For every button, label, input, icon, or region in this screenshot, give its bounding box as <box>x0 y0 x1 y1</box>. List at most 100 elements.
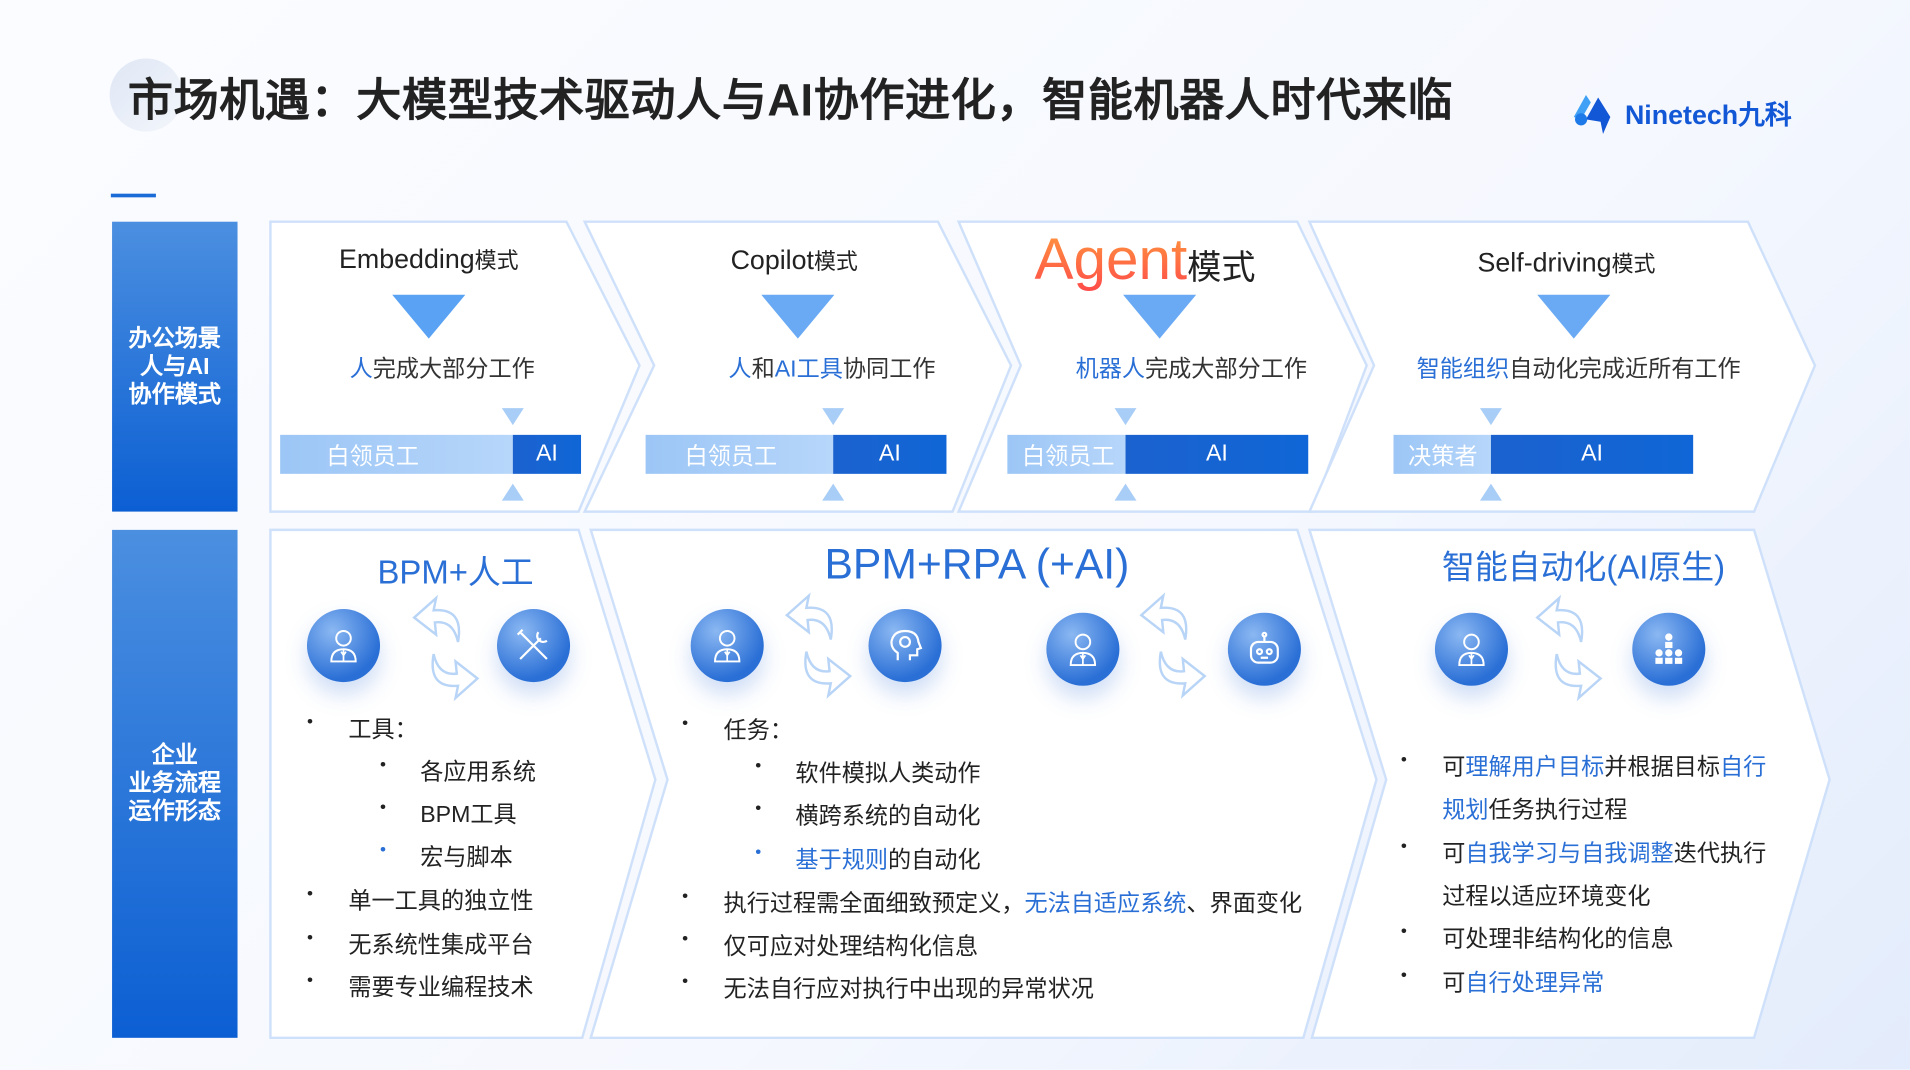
page-title: 市场机遇：大模型技术驱动人与AI协作进化，智能机器人时代来临 <box>127 75 1454 126</box>
side-label-enterprise: 企业业务流程运作形态 <box>112 529 238 1038</box>
down-arrow-icon <box>1537 294 1611 339</box>
list-highlight: 规划 <box>1442 797 1489 824</box>
human-segment: 决策者 <box>1393 434 1491 474</box>
subtitle-text: 自动化完成近所有工作 <box>1509 356 1741 383</box>
list-text: 可 <box>1442 970 1466 997</box>
small-up-arrow-icon <box>1114 483 1137 501</box>
human-segment: 白领员工 <box>280 434 513 474</box>
exchange-arrows-icon <box>782 591 855 701</box>
small-down-arrow-icon <box>1114 408 1137 426</box>
logo: Ninetech九科 <box>1569 90 1792 136</box>
organization-icon <box>1632 612 1706 686</box>
down-arrow-icon <box>392 294 466 339</box>
small-up-arrow-icon <box>501 483 524 501</box>
mode-name: Copilot <box>730 244 814 276</box>
list-item: 各应用系统 <box>380 754 536 787</box>
ai-segment: AI <box>512 434 582 474</box>
down-arrow-icon <box>761 294 835 339</box>
list-item: 可处理非结构化的信息 <box>1401 921 1674 954</box>
mode-title-copilot: Copilot模式 <box>731 245 858 277</box>
subtitle-text: 完成大部分工作 <box>372 356 535 383</box>
mode-suffix: 模式 <box>1611 252 1656 277</box>
list-text: 执行过程需全面细致预定义， <box>723 891 1025 918</box>
subtitle-highlight: AI工具 <box>774 356 843 383</box>
mode-subtitle: 人完成大部分工作 <box>350 351 535 384</box>
subtitle-text: 完成大部分工作 <box>1145 356 1308 383</box>
list-item: 仅可应对处理结构化信息 <box>682 928 978 961</box>
subtitle-highlight: 人 <box>349 356 373 383</box>
side-label-line: 人与AI <box>140 353 210 380</box>
side-label-line: 办公场景 <box>128 325 222 352</box>
list-item: 宏与脚本 <box>380 839 513 872</box>
person-icon <box>306 609 381 683</box>
small-up-arrow-icon <box>1479 483 1502 501</box>
logo-text: Ninetech九科 <box>1624 99 1792 131</box>
small-down-arrow-icon <box>501 408 524 426</box>
exchange-arrows-icon <box>1136 591 1209 701</box>
mode-name: Embedding <box>339 243 475 275</box>
title-decoration <box>109 58 183 132</box>
form-title: BPM+RPA (+AI) <box>824 540 1130 589</box>
mode-subtitle: 智能组织自动化完成近所有工作 <box>1417 351 1741 384</box>
small-down-arrow-icon <box>822 408 845 426</box>
list-item: 可自我学习与自我调整迭代执行 <box>1401 836 1767 869</box>
subtitle-text: 和 <box>751 356 775 383</box>
list-item-continued: 过程以适应环境变化 <box>1442 884 1651 910</box>
mode-suffix: 模式 <box>474 248 519 273</box>
exchange-arrows-icon <box>409 593 482 703</box>
mode-title-self-driving: Self-driving模式 <box>1478 247 1656 279</box>
human-segment: 白领员工 <box>645 434 834 474</box>
brain-icon <box>868 609 942 683</box>
list-item: 无系统性集成平台 <box>307 927 534 960</box>
list-item: 执行过程需全面细致预定义，无法自适应系统、界面变化 <box>682 886 1302 919</box>
list-highlight: 理解用户目标 <box>1465 755 1605 781</box>
list-item: 单一工具的独立性 <box>307 883 534 916</box>
down-arrow-icon <box>1123 294 1197 339</box>
side-label-line: 业务流程 <box>128 771 222 797</box>
list-item: 可自行处理异常 <box>1401 965 1604 998</box>
list-highlight: 基于规则 <box>795 847 889 874</box>
list-item: 软件模拟人类动作 <box>755 755 980 788</box>
side-label-line: 协作模式 <box>128 381 222 408</box>
ai-segment: AI <box>833 434 947 474</box>
ninetech-logo-icon <box>1573 95 1611 134</box>
ai-segment: AI <box>1490 434 1694 474</box>
form-title: BPM+人工 <box>377 554 534 591</box>
list-text: 迭代执行 <box>1673 841 1767 868</box>
list-text: 任务执行过程 <box>1488 797 1628 824</box>
list-item: 基于规则的自动化 <box>755 842 980 875</box>
small-up-arrow-icon <box>822 483 845 501</box>
list-highlight: 自行 <box>1720 755 1767 781</box>
list-item: 工具： <box>307 711 418 744</box>
mode-name: Agent <box>1034 227 1188 293</box>
subtitle-highlight: 人 <box>728 356 752 383</box>
list-item: 可理解用户目标并根据目标自行 <box>1401 749 1767 782</box>
list-highlight: 无法自适应系统 <box>1024 891 1187 918</box>
small-down-arrow-icon <box>1479 408 1502 426</box>
mode-title-agent: Agent模式 <box>1034 227 1255 294</box>
list-text: 并根据目标 <box>1604 755 1721 781</box>
person-icon <box>1046 612 1120 686</box>
accent-line <box>110 193 156 198</box>
person-icon <box>1434 612 1509 686</box>
exchange-arrows-icon <box>1532 593 1605 703</box>
mode-name: Self-driving <box>1477 247 1612 278</box>
list-item: BPM工具 <box>380 797 517 830</box>
subtitle-highlight: 机器人 <box>1075 356 1146 383</box>
ai-segment: AI <box>1125 434 1309 474</box>
panel-bpm-rpa <box>589 528 1378 1040</box>
person-icon <box>690 609 764 683</box>
subtitle-highlight: 智能组织 <box>1416 356 1510 383</box>
list-item-continued: 规划任务执行过程 <box>1442 792 1627 825</box>
form-title: 智能自动化(AI原生) <box>1441 549 1726 586</box>
mode-subtitle: 人和AI工具协同工作 <box>728 351 935 384</box>
mode-suffix: 模式 <box>1187 248 1256 287</box>
tools-icon <box>496 609 571 683</box>
subtitle-text: 协同工作 <box>842 356 936 383</box>
list-item: 横跨系统的自动化 <box>755 798 980 831</box>
